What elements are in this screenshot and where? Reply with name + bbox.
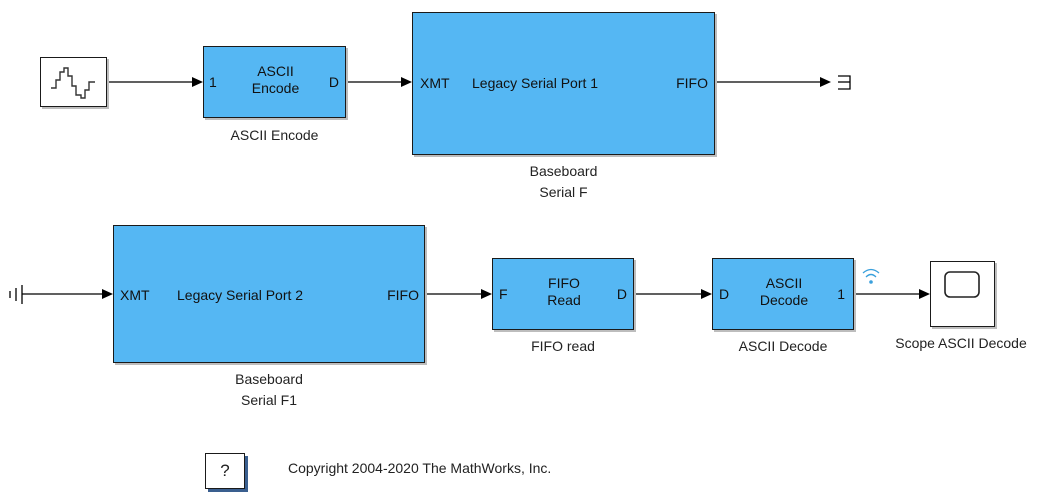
- fifo-input-port-label: F: [499, 286, 508, 302]
- serial-port-1-caption-line1: Baseboard: [529, 163, 598, 179]
- encode-title-line2: Encode: [251, 80, 300, 96]
- ascii-encode-block[interactable]: 1 ASCII Encode D: [203, 46, 346, 118]
- ascii-decode-caption: ASCII Decode: [738, 338, 828, 354]
- serial2-input-port-label: XMT: [120, 287, 150, 303]
- signal-source-block[interactable]: [40, 57, 107, 107]
- serial-port-2-caption-line1: Baseboard: [235, 371, 303, 387]
- ground-block[interactable]: [9, 285, 23, 304]
- arrowhead: [102, 289, 113, 299]
- arrowhead: [401, 77, 412, 87]
- scope-block[interactable]: [930, 261, 995, 327]
- fifo-title-line1: FIFO: [548, 275, 580, 291]
- decode-output-port-label: 1: [837, 286, 845, 302]
- copyright-text: Copyright 2004-2020 The MathWorks, Inc.: [288, 460, 552, 476]
- arrowhead: [481, 289, 492, 299]
- encode-input-port-label: 1: [209, 74, 217, 90]
- arrowhead: [919, 289, 930, 299]
- encode-output-port-label: D: [328, 74, 339, 90]
- serial1-input-port-label: XMT: [420, 75, 450, 91]
- serial-port-2-block[interactable]: XMT Legacy Serial Port 2 FIFO: [113, 225, 425, 363]
- serial-port-1-caption-line2: Serial F: [539, 184, 588, 200]
- fifo-read-block[interactable]: F FIFO Read D: [492, 258, 634, 330]
- serial-port-2-caption-line2: Serial F1: [240, 392, 298, 408]
- terminator-block[interactable]: [838, 75, 851, 90]
- waveform-icon: [51, 67, 95, 99]
- serial2-output-port-label: FIFO: [387, 287, 419, 303]
- scope-screen-icon: [944, 271, 980, 298]
- decode-title-line1: ASCII: [765, 275, 803, 291]
- arrowhead: [192, 77, 203, 87]
- fifo-title-line2: Read: [547, 292, 581, 308]
- scope-caption: Scope ASCII Decode: [895, 335, 1027, 351]
- fifo-read-caption: FIFO read: [531, 338, 595, 354]
- serial2-title: Legacy Serial Port 2: [177, 287, 304, 303]
- serial-port-1-block[interactable]: XMT Legacy Serial Port 1 FIFO: [412, 12, 715, 155]
- ascii-decode-block[interactable]: D ASCII Decode 1: [712, 258, 854, 330]
- fifo-output-port-label: D: [616, 286, 627, 302]
- decode-title-line2: Decode: [759, 292, 809, 308]
- arrowhead: [820, 77, 831, 87]
- arrowhead: [701, 289, 712, 299]
- encode-title-line1: ASCII: [257, 63, 294, 79]
- decode-input-port-label: D: [719, 286, 730, 302]
- signal-logging-icon[interactable]: [862, 268, 880, 284]
- help-button[interactable]: ?: [205, 453, 245, 489]
- serial1-title: Legacy Serial Port 1: [472, 75, 599, 91]
- ascii-encode-caption: ASCII Encode: [230, 127, 319, 143]
- serial1-output-port-label: FIFO: [676, 75, 708, 91]
